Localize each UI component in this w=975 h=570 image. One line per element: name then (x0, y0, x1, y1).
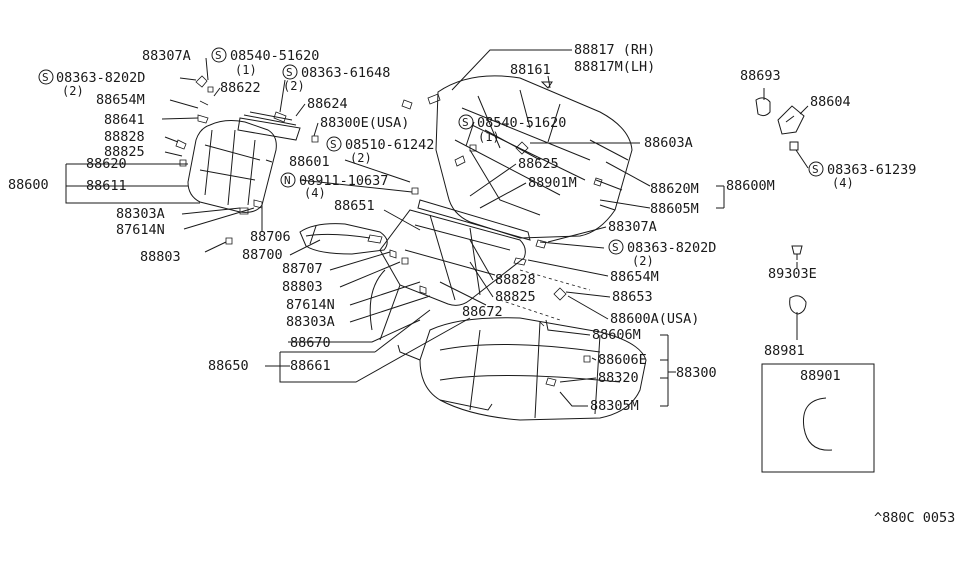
screw-symbol: S (42, 71, 49, 84)
qty-label: (1) (478, 130, 500, 144)
part-label: 88605M (650, 201, 699, 217)
screw-symbol-icon (326, 136, 342, 152)
screw-symbol: S (812, 163, 819, 176)
part-label: 88300E(USA) (320, 115, 409, 131)
part-label: 88901M (528, 175, 577, 191)
part-label: 88651 (334, 198, 375, 214)
part-label: 88828 (104, 129, 145, 145)
seat-back-left (187, 111, 301, 213)
armrest (299, 223, 388, 255)
qty-label: (2) (62, 84, 84, 98)
seat-back-center (369, 199, 531, 341)
part-label: 08510-61242 (345, 137, 434, 153)
part-label: 88300 (676, 365, 717, 381)
part-label: 89303E (768, 266, 817, 282)
part-label: 08363-61239 (827, 162, 916, 178)
part-label: 88706 (250, 229, 291, 245)
nut-symbol: N (284, 174, 291, 187)
part-label: 88828 (495, 272, 536, 288)
part-label: 88825 (495, 289, 536, 305)
part-label: 88611 (86, 178, 127, 194)
part-label: 88625 (518, 156, 559, 172)
part-label: 88817M(LH) (574, 59, 655, 75)
screw-symbol: S (286, 66, 293, 79)
part-label: 88707 (282, 261, 323, 277)
seat-cushion (397, 269, 647, 421)
part-label: 88981 (764, 343, 805, 359)
part-label: 88320 (598, 370, 639, 386)
screw-symbol-icon (211, 47, 227, 63)
qty-label: (2) (350, 151, 372, 165)
screw-symbol-icon (458, 114, 474, 130)
qty-label: (2) (283, 79, 305, 93)
small-parts (175, 75, 603, 387)
part-label: 87614N (116, 222, 165, 238)
part-label: 08540-51620 (477, 115, 566, 131)
part-label: 88604 (810, 94, 851, 110)
screw-symbol: S (330, 138, 337, 151)
screw-symbol-icon (38, 69, 54, 85)
part-label: 88601 (289, 154, 330, 170)
part-label: 88622 (220, 80, 261, 96)
part-label: 88901 (800, 368, 841, 384)
part-label: 88600A(USA) (610, 311, 699, 327)
part-label: 88661 (290, 358, 331, 374)
part-label: 88803 (282, 279, 323, 295)
diagram-code: ^880C 0053 (874, 510, 955, 526)
part-label: 08540-51620 (230, 48, 319, 64)
part-label: 88606M (592, 327, 641, 343)
part-label: 88600 (8, 177, 49, 193)
part-label: 88305M (590, 398, 639, 414)
part-label: 88653 (612, 289, 653, 305)
screw-symbol-icon (608, 239, 624, 255)
seat-back-right (435, 75, 633, 239)
part-label: 88603A (644, 135, 693, 151)
leader-lines (65, 49, 809, 407)
screw-symbol-icon (282, 64, 298, 80)
part-label: 88825 (104, 144, 145, 160)
part-label: 88654M (96, 92, 145, 108)
part-label: 88307A (608, 219, 657, 235)
nut-symbol-icon (280, 172, 296, 188)
part-label: 88606E (598, 352, 647, 368)
part-label: 88693 (740, 68, 781, 84)
qty-label: (4) (304, 186, 326, 200)
part-label: 08911-10637 (299, 173, 388, 189)
part-label: 08363-8202D (627, 240, 716, 256)
part-label: 88620 (86, 156, 127, 172)
part-label: 88650 (208, 358, 249, 374)
part-label: 88817 (RH) (574, 42, 655, 58)
screw-symbol: S (215, 49, 222, 62)
part-label: 88620M (650, 181, 699, 197)
part-label: 88654M (610, 269, 659, 285)
qty-label: (2) (632, 254, 654, 268)
qty-label: (4) (832, 176, 854, 190)
part-label: 88303A (116, 206, 165, 222)
callout-labels: 88307A S 08540-51620 (1) S 08363-8202D (… (8, 42, 955, 526)
part-label: 87614N (286, 297, 335, 313)
qty-label: (1) (235, 63, 257, 77)
screw-symbol-icon (808, 161, 824, 177)
part-label: 88641 (104, 112, 145, 128)
part-label: 88624 (307, 96, 348, 112)
screw-symbol: S (612, 241, 619, 254)
part-label: 88700 (242, 247, 283, 263)
part-label: 88803 (140, 249, 181, 265)
part-label: 88672 (462, 304, 503, 320)
part-label: 88307A (142, 48, 191, 64)
screw-symbol: S (462, 116, 469, 129)
part-label: 88303A (286, 314, 335, 330)
part-label: 08363-61648 (301, 65, 390, 81)
part-label: 88161 (510, 62, 551, 78)
part-label: 88600M (726, 178, 775, 194)
right-side-parts (755, 97, 807, 315)
clip-detail-box (761, 363, 875, 473)
part-label: 88670 (290, 335, 331, 351)
part-label: 08363-8202D (56, 70, 145, 86)
